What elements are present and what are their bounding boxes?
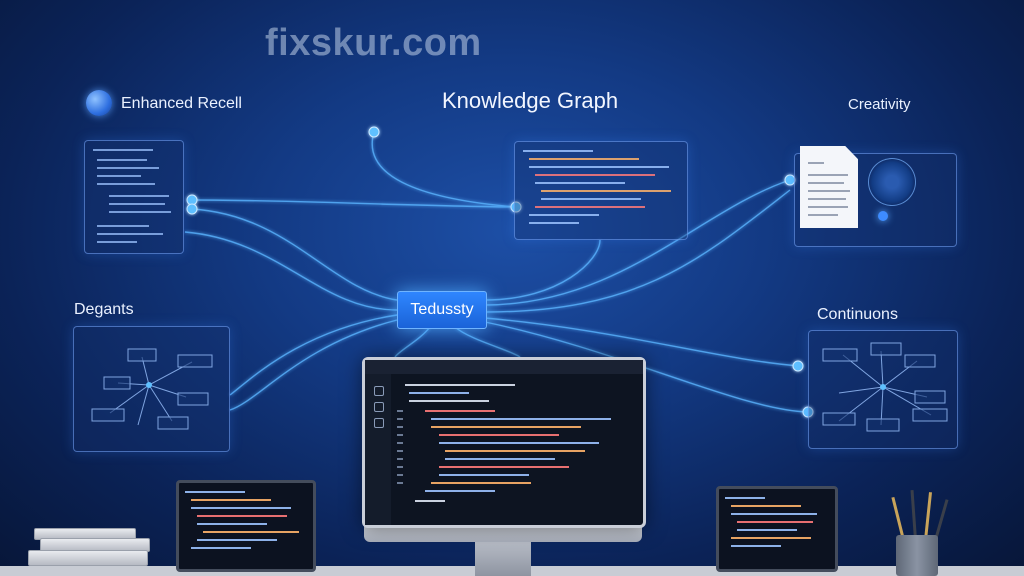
- graph-panel-left: [73, 326, 230, 452]
- page-title: Knowledge Graph: [442, 88, 619, 113]
- document-icon: [800, 146, 858, 228]
- label-degants: Degants: [74, 301, 134, 318]
- graph-node: [792, 360, 804, 372]
- right-laptop: [716, 486, 838, 572]
- search-icon[interactable]: [374, 402, 384, 412]
- dot-icon: [878, 211, 888, 221]
- graph-panel-right: [808, 330, 958, 449]
- monitor-stand: [475, 542, 531, 576]
- label-creativity: Creativity: [848, 96, 911, 113]
- left-laptop: [176, 480, 316, 572]
- editor-sidebar: [365, 374, 391, 525]
- center-monitor: [362, 357, 646, 528]
- graph-node: [186, 203, 198, 215]
- files-icon[interactable]: [374, 386, 384, 396]
- pencil-cup: [896, 535, 938, 576]
- pencils: [890, 490, 950, 541]
- watermark: fixskur.com: [265, 22, 482, 64]
- graph-node: [784, 174, 796, 186]
- sphere-icon: [868, 158, 916, 206]
- editor-tab-bar: [365, 360, 643, 374]
- graph-node: [510, 201, 522, 213]
- code-panel: [514, 141, 688, 240]
- brain-logo-icon: [86, 90, 112, 116]
- document-panel: [84, 140, 184, 254]
- graph-node: [368, 126, 380, 138]
- label-enhanced-recall: Enhanced Recell: [121, 95, 242, 112]
- book: [28, 550, 148, 566]
- label-continuons: Continuons: [817, 306, 898, 323]
- center-node[interactable]: Tedussty: [397, 291, 487, 329]
- settings-icon[interactable]: [374, 418, 384, 428]
